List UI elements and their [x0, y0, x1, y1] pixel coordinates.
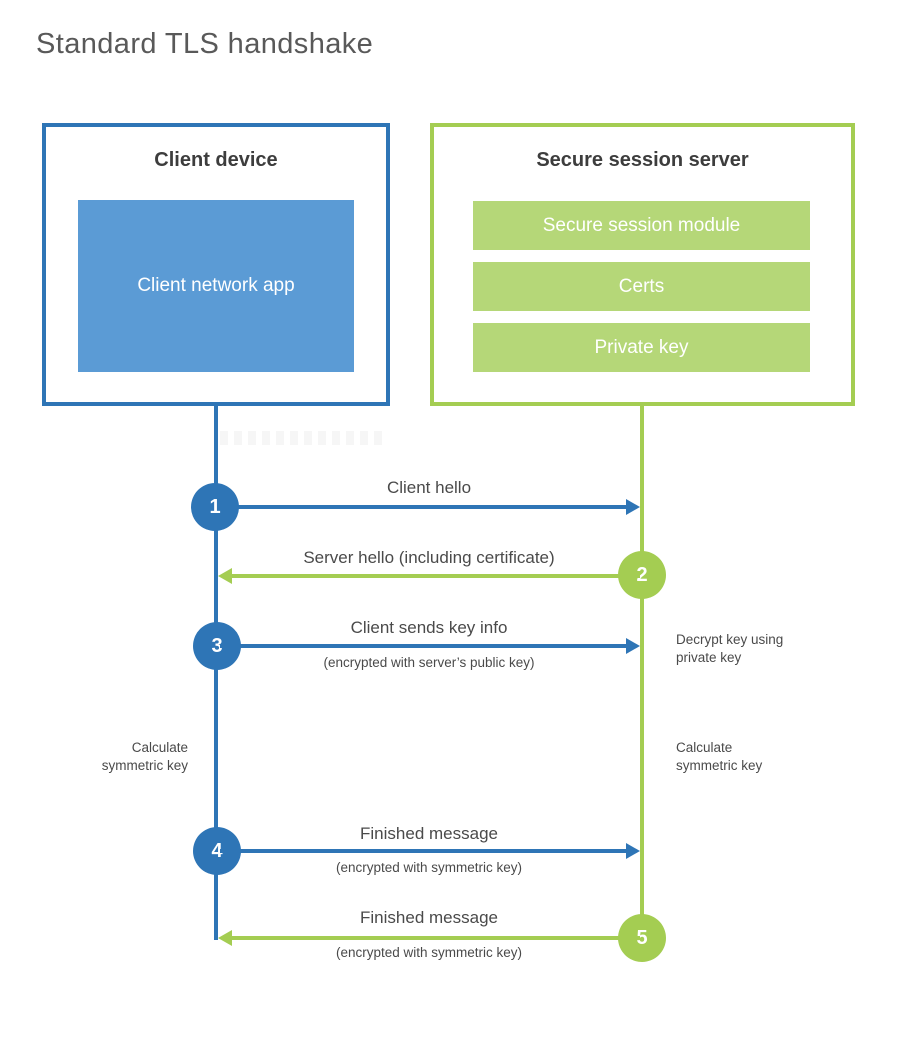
step-4-label: Finished message: [360, 824, 498, 843]
decrypt-key-annotation: Decrypt key using private key: [676, 632, 784, 665]
calculate-symmetric-key-client: Calculate symmetric key: [101, 740, 188, 773]
client-device-title: Client device: [154, 149, 278, 171]
calculate-symmetric-key-server: Calculate symmetric key: [676, 740, 763, 773]
server-lifeline: [640, 406, 644, 938]
step-4-arrow-line: [220, 849, 626, 853]
step-2-arrow-line: [232, 574, 640, 578]
server-module-secure-session: Secure session module: [473, 201, 810, 250]
step-4-sublabel: (encrypted with symmetric key): [335, 860, 523, 875]
server-module-private-key: Private key: [473, 323, 810, 372]
server-title: Secure session server: [536, 149, 749, 171]
step-5-arrowhead-left-icon: [218, 930, 232, 946]
step-4-arrowhead-right-icon: [626, 843, 640, 859]
step-1-arrowhead-right-icon: [626, 499, 640, 515]
step-5-arrow-line: [232, 936, 640, 940]
page-title: Standard TLS handshake: [36, 28, 374, 60]
step-5-sublabel: (encrypted with symmetric key): [335, 945, 523, 960]
server-box: Secure session server Secure session mod…: [430, 123, 855, 406]
step-3-arrow-line: [220, 644, 626, 648]
server-module-certs: Certs: [473, 262, 810, 311]
client-lifeline: [214, 406, 218, 940]
client-network-app-module: Client network app: [78, 200, 354, 372]
step-2-label: Server hello (including certificate): [303, 548, 555, 567]
step-1-arrow-line: [218, 505, 626, 509]
step-2-arrowhead-left-icon: [218, 568, 232, 584]
step-5-label: Finished message: [360, 908, 498, 927]
faint-dashed-artifact: [220, 431, 388, 445]
step-1-label: Client hello: [386, 478, 472, 497]
step-3-sublabel: (encrypted with server’s public key): [323, 655, 535, 670]
step-1-badge: 1: [191, 483, 239, 531]
step-3-label: Client sends key info: [350, 618, 508, 637]
client-device-box: Client device Client network app: [42, 123, 390, 406]
step-3-arrowhead-right-icon: [626, 638, 640, 654]
step-5-badge: 5: [618, 914, 666, 962]
